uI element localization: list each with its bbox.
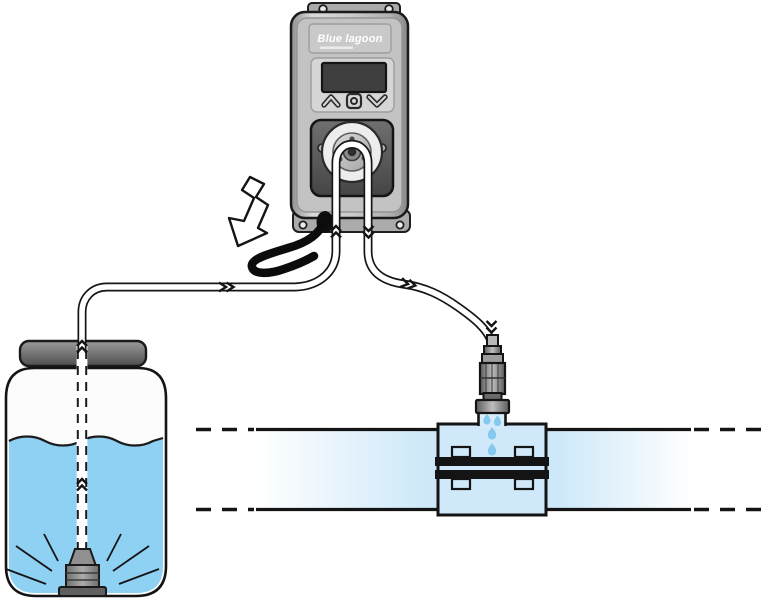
foot-filter-base	[58, 586, 107, 597]
foot-filter	[58, 548, 107, 597]
power-cable	[247, 213, 331, 278]
tubing	[76, 139, 498, 354]
chevron-down	[362, 225, 375, 233]
droplet	[483, 413, 491, 425]
chevron-down	[362, 231, 375, 240]
chevron-up	[330, 230, 342, 239]
chevron-right	[218, 281, 229, 293]
dosing-pump: Blue lagoon	[289, 2, 411, 233]
bracket-screw-hole	[395, 220, 405, 230]
clamp-band-top	[435, 457, 549, 466]
chevron-up	[330, 224, 342, 232]
emphasis-line	[5, 568, 47, 585]
foot-filter-cone	[67, 548, 98, 567]
tube-bore	[79, 141, 494, 353]
injection-valve	[474, 334, 511, 415]
clamp-lug-top-left	[450, 445, 472, 459]
chevron-group-discharge	[399, 277, 418, 290]
bracket-screw-hole	[298, 220, 308, 230]
chevron-right	[225, 281, 236, 293]
chevron-right	[407, 278, 418, 290]
clamp-lug-top-right	[513, 445, 535, 459]
clamp-lug-bottom-right	[513, 477, 535, 491]
chemical-container	[4, 339, 168, 598]
chemical-droplets	[483, 413, 502, 456]
foot-filter-body	[65, 564, 100, 589]
brand-tagline	[320, 46, 353, 49]
ok-key-icon	[345, 92, 363, 110]
emphasis-line	[106, 533, 122, 562]
chevron-right	[399, 277, 411, 289]
suction-emphasis-lines	[5, 533, 160, 585]
rotor-shaft	[347, 147, 357, 157]
flow-direction-chevrons	[76, 224, 498, 354]
water-pipe	[196, 408, 766, 517]
ok-key-dot	[350, 97, 358, 105]
clamp-band-bottom	[435, 470, 549, 479]
inlet-port-opening	[479, 421, 505, 429]
valve-base-nut	[474, 398, 511, 415]
chevron-down	[485, 326, 498, 335]
emphasis-line	[118, 568, 160, 585]
keypad	[321, 92, 388, 110]
pipe-right-segment	[545, 431, 691, 508]
up-key-icon-inner	[322, 95, 340, 107]
droplet	[487, 427, 497, 440]
droplet	[493, 415, 502, 427]
chevron-up	[76, 345, 88, 354]
flow-chevrons-in-container	[76, 477, 88, 492]
emphasis-line	[15, 545, 53, 572]
lcd-display	[320, 61, 388, 94]
emphasis-line	[43, 533, 59, 562]
pipe-left-segment	[256, 431, 443, 508]
chevron-down	[485, 320, 498, 328]
lightning-bolt-icon	[227, 175, 270, 248]
brand-panel	[308, 23, 392, 54]
down-key-icon-inner	[367, 95, 387, 107]
pump-head	[309, 118, 395, 198]
suction-tube-inside	[76, 346, 88, 552]
droplet	[487, 443, 497, 456]
chevron-up	[76, 477, 88, 485]
chevron-up	[76, 339, 88, 347]
chevron-up	[76, 483, 88, 492]
brand-label: Blue lagoon	[317, 33, 382, 45]
emphasis-line	[112, 545, 150, 572]
clamp-lug-bottom-left	[450, 477, 472, 491]
